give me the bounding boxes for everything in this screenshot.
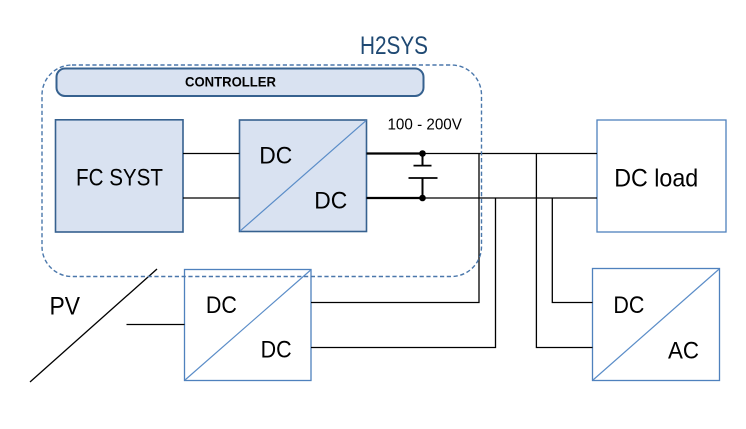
svg-text:DC: DC	[206, 292, 237, 319]
svg-text:CONTROLLER: CONTROLLER	[185, 74, 276, 90]
svg-text:AC: AC	[668, 338, 699, 365]
svg-text:H2SYS: H2SYS	[360, 32, 428, 60]
svg-text:PV: PV	[50, 293, 81, 321]
svg-text:DC: DC	[259, 142, 292, 169]
svg-text:DC: DC	[613, 292, 644, 319]
svg-text:DC load: DC load	[614, 164, 698, 192]
svg-text:DC: DC	[261, 337, 292, 364]
svg-text:DC: DC	[314, 188, 347, 215]
svg-text:100 - 200V: 100 - 200V	[387, 116, 462, 133]
svg-text:FC SYST: FC SYST	[76, 164, 163, 191]
